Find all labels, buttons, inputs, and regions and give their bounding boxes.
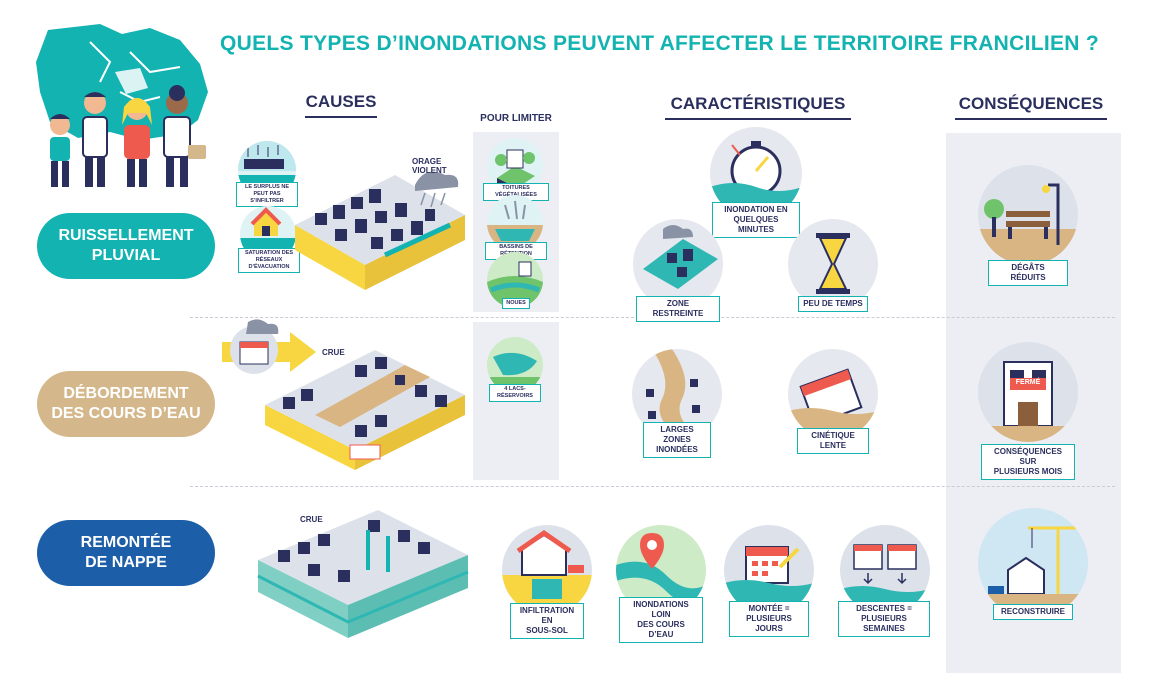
flood-type-remontee-nappe: REMONTÉE DE NAPPE	[37, 520, 215, 586]
annotation-crue-row3: CRUE	[300, 515, 323, 524]
page-title: QUELS TYPES D’INONDATIONS PEUVENT AFFECT…	[220, 32, 1100, 55]
groundwater-city-illustration	[248, 500, 473, 640]
cons-label-degats-reduits: DÉGÂTS RÉDUITS	[988, 260, 1068, 286]
column-header-caracteristiques: CARACTÉRISTIQUES	[665, 94, 851, 120]
char-montee-calendar-illustration	[724, 525, 814, 615]
cause-label-infiltration: LE SURPLUS NE PEUT PAS S’INFILTRER	[236, 182, 298, 207]
people-illustration	[40, 85, 210, 190]
char-label-larges-zones: LARGES ZONES INONDÉES	[643, 422, 711, 458]
char-infiltration-sous-sol-illustration	[502, 525, 592, 615]
cons-bench-illustration	[978, 165, 1078, 265]
shop-closed-sign: FERMÉ	[1015, 379, 1041, 386]
annotation-crue-row2: CRUE	[322, 348, 345, 357]
char-label-zone-restreinte: ZONE RESTREINTE	[636, 296, 720, 322]
flood-type-ruissellement-pluvial: RUISSELLEMENT PLUVIAL	[37, 213, 215, 279]
storm-city-illustration	[275, 145, 470, 295]
region-map-illustration	[30, 22, 220, 192]
rain-calendar-illustration	[222, 318, 317, 380]
char-label-cinetique-lente: CINÉTIQUE LENTE	[797, 428, 869, 454]
flood-type-debordement-cours-eau: DÉBORDEMENT DES COURS D’EAU	[37, 371, 215, 437]
char-label-infiltration-sous-sol: INFILTRATION EN SOUS-SOL	[510, 603, 584, 639]
column-header-consequences: CONSÉQUENCES	[955, 94, 1107, 120]
cons-label-reconstruire: RECONSTRUIRE	[993, 604, 1073, 620]
char-label-quelques-minutes: INONDATION EN QUELQUES MINUTES	[712, 202, 800, 238]
column-header-causes: CAUSES	[305, 92, 377, 118]
row-separator-2	[190, 486, 1115, 487]
cons-label-plusieurs-mois: CONSÉQUENCES SUR PLUSIEURS MOIS	[981, 444, 1075, 480]
char-label-montee: MONTÉE = PLUSIEURS JOURS	[729, 601, 809, 637]
char-hourglass-illustration	[788, 219, 878, 309]
annotation-orage-violent: ORAGE VIOLENT	[412, 157, 447, 175]
river-overflow-city-illustration	[255, 335, 470, 475]
char-zone-restreinte-illustration	[633, 219, 723, 309]
cause-label-saturation: SATURATION DES RÉSEAUX D’ÉVACUATION	[238, 248, 300, 273]
char-label-peu-de-temps: PEU DE TEMPS	[798, 296, 868, 312]
column-header-pour-limiter: POUR LIMITER	[480, 113, 552, 124]
limit-label-lacs-reservoirs: 4 LACS-RÉSERVOIRS	[489, 384, 541, 402]
limit-lacs-reservoirs-illustration	[487, 337, 543, 393]
cons-closed-shop-illustration: FERMÉ	[978, 342, 1078, 442]
cons-reconstruction-illustration	[978, 508, 1088, 618]
char-label-descentes: DESCENTES = PLUSIEURS SEMAINES	[838, 601, 930, 637]
char-calendar-slow-illustration	[788, 349, 878, 439]
char-label-loin-cours-eau: INONDATIONS LOIN DES COURS D’EAU	[619, 597, 703, 643]
limit-label-noues: NOUES	[502, 298, 530, 309]
